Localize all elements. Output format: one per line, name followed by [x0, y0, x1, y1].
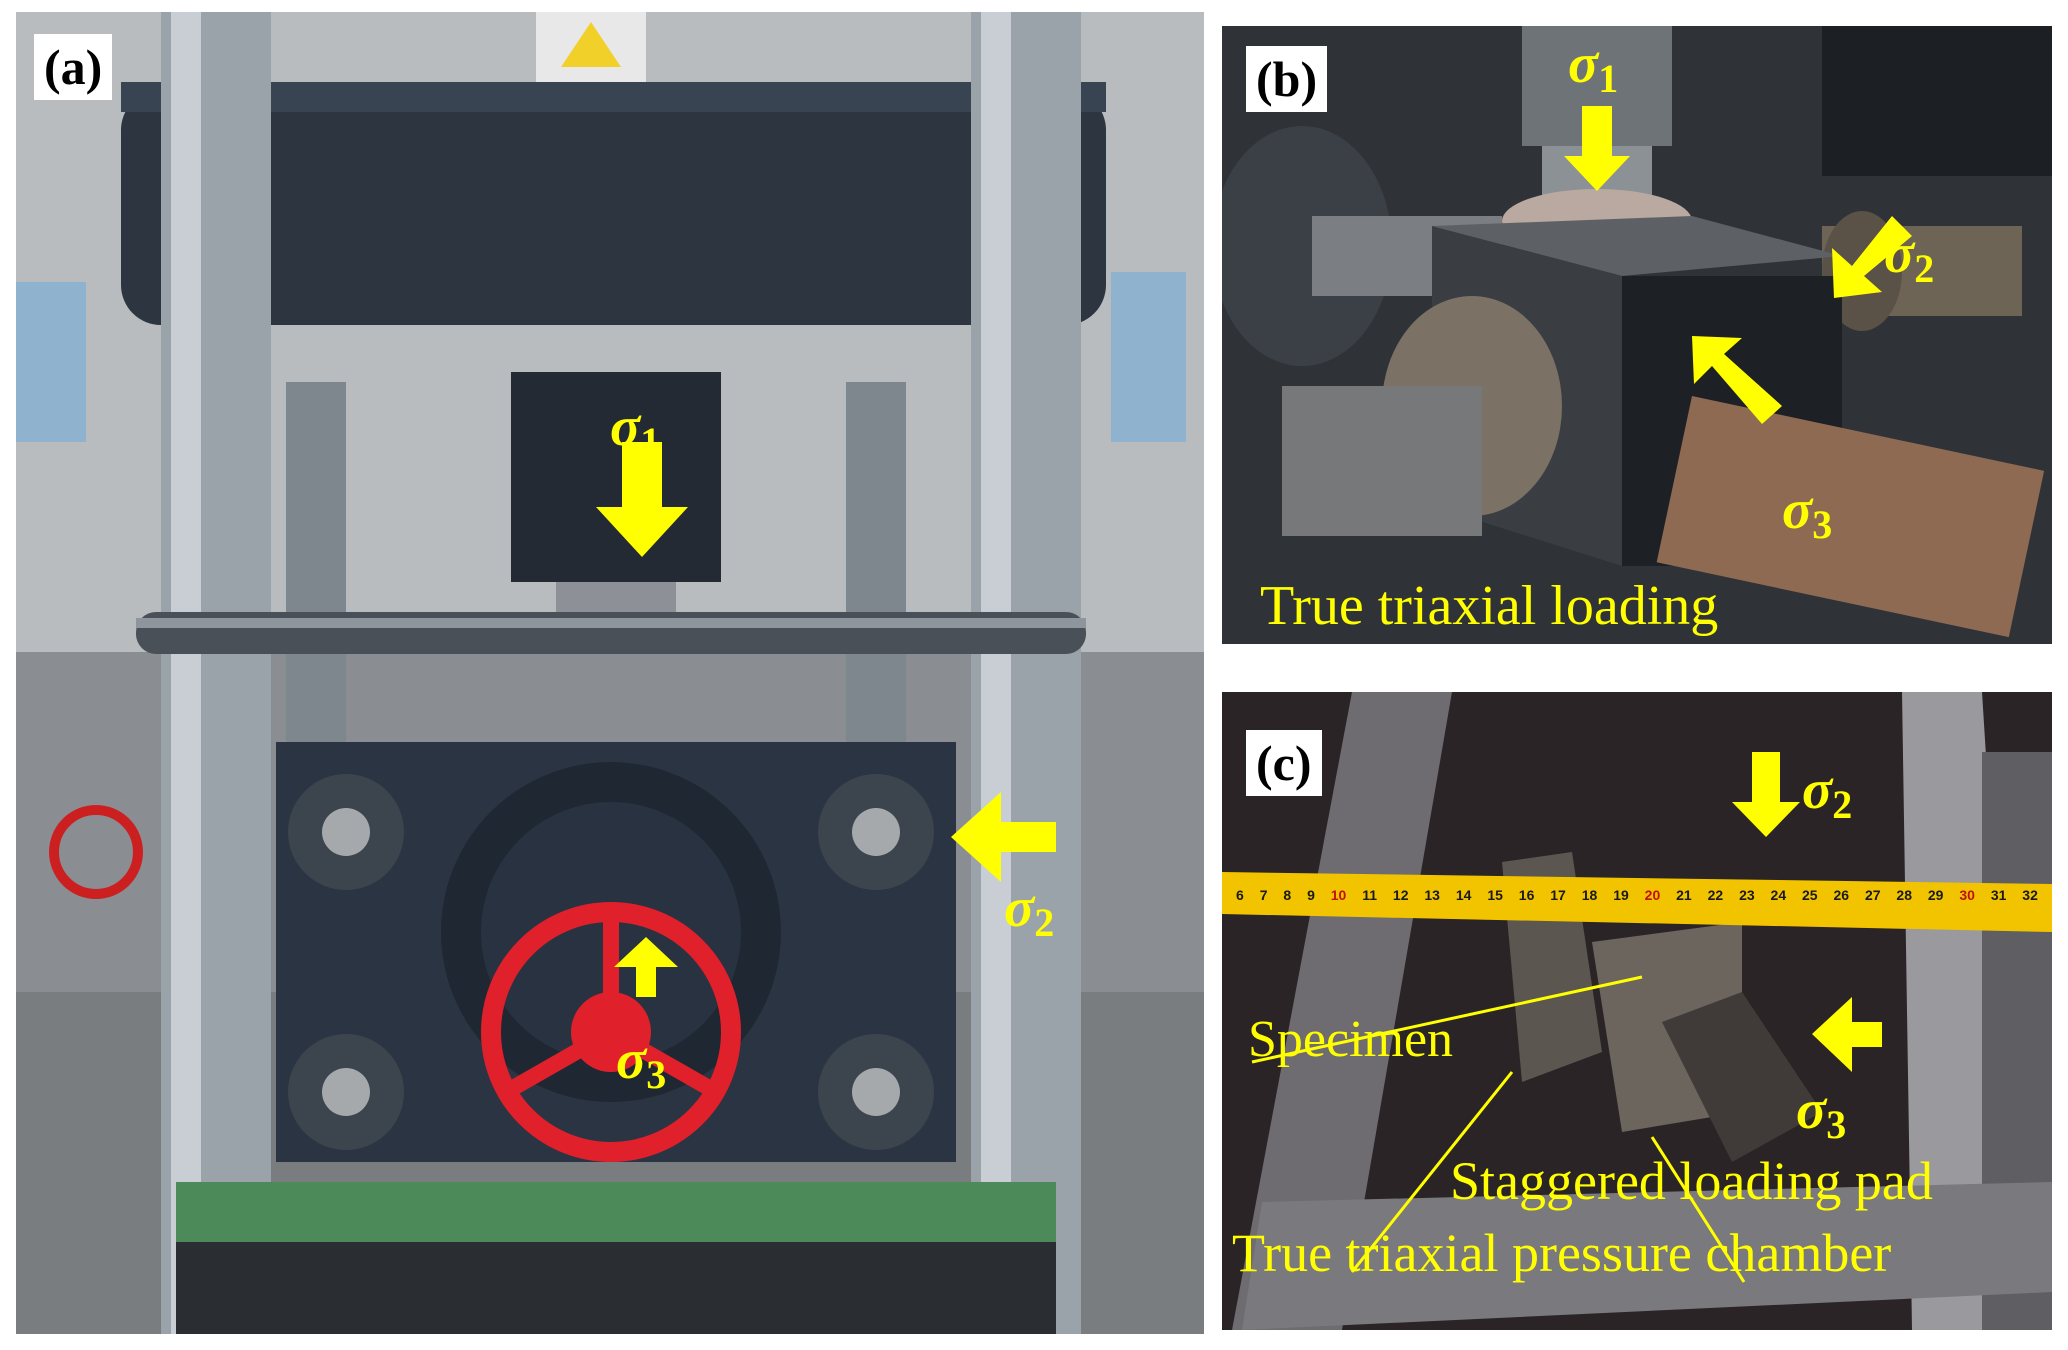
sigma-symbol: σ: [1568, 33, 1599, 95]
panel-a-photo: (a) σ1 σ2 σ3: [16, 12, 1204, 1334]
sigma2-label-b: σ2: [1884, 226, 1934, 289]
sigma-subscript: 2: [1034, 900, 1055, 945]
sigma3-label-b: σ3: [1782, 482, 1832, 545]
sigma-symbol: σ: [616, 1029, 647, 1091]
sigma-symbol: σ: [610, 396, 641, 458]
sigma-subscript: 2: [1914, 246, 1935, 291]
tape-number: 26: [1833, 887, 1850, 903]
sigma2-label-a: σ2: [1004, 880, 1054, 943]
tape-number: 15: [1487, 887, 1503, 903]
tape-number: 31: [1990, 887, 2007, 903]
tape-number: 27: [1864, 887, 1881, 903]
sigma-subscript: 3: [1826, 1102, 1847, 1147]
sigma-symbol: σ: [1884, 223, 1915, 285]
sigma-subscript: 1: [640, 419, 661, 464]
tape-number: 21: [1676, 887, 1692, 903]
loading-machine-illustration: [16, 12, 1204, 1334]
sigma-subscript: 3: [646, 1052, 667, 1097]
tape-number: 16: [1518, 887, 1535, 903]
tape-number: 22: [1707, 887, 1724, 903]
caption-true-triaxial-loading: True triaxial loading: [1260, 575, 1719, 637]
tape-number: 12: [1392, 887, 1409, 903]
tape-number: 23: [1739, 887, 1755, 903]
tape-number: 19: [1613, 887, 1629, 903]
panel-c-photo: 6 7 8 9 10 11 12 13 14 15 16 17 18 19 20…: [1222, 692, 2052, 1330]
sigma-subscript: 2: [1832, 782, 1853, 827]
panel-a-tag: (a): [34, 34, 113, 100]
measuring-tape-scale: 6 7 8 9 10 11 12 13 14 15 16 17 18 19 20…: [1222, 878, 2052, 912]
sigma1-label-a: σ1: [610, 399, 660, 462]
sigma3-label-c: σ3: [1796, 1082, 1846, 1145]
panel-c-tag: (c): [1246, 730, 1322, 796]
sigma-subscript: 3: [1812, 502, 1833, 547]
sigma-symbol: σ: [1802, 759, 1833, 821]
tape-number: 28: [1896, 887, 1912, 903]
sigma-symbol: σ: [1782, 479, 1813, 541]
tape-number: 18: [1581, 887, 1598, 903]
label-specimen: Specimen: [1248, 1011, 1454, 1068]
sigma-symbol: σ: [1796, 1079, 1827, 1141]
tape-number: 14: [1455, 887, 1472, 903]
tape-number: 20: [1644, 887, 1661, 903]
triaxial-loading-illustration: [1222, 26, 2052, 644]
tape-number: 10: [1330, 887, 1347, 903]
tape-number: 8: [1283, 887, 1292, 903]
tape-number: 11: [1362, 887, 1378, 903]
tape-number: 13: [1424, 887, 1440, 903]
sigma3-label-a: σ3: [616, 1032, 666, 1095]
sigma-subscript: 1: [1598, 56, 1619, 101]
tape-number: 17: [1550, 887, 1566, 903]
tape-number: 24: [1770, 887, 1787, 903]
label-true-triaxial-pressure-chamber: True triaxial pressure chamber: [1232, 1223, 1892, 1283]
tape-number: 30: [1959, 887, 1975, 903]
tape-number: 9: [1307, 887, 1315, 903]
tape-number: 25: [1802, 887, 1818, 903]
pressure-chamber-illustration: [1222, 692, 2052, 1330]
sigma1-label-b: σ1: [1568, 36, 1618, 99]
tape-number: 7: [1259, 887, 1268, 903]
sigma-symbol: σ: [1004, 877, 1035, 939]
sigma2-label-c: σ2: [1802, 762, 1852, 825]
panel-b-photo: (b) σ1 σ2 σ3 True triaxial loading: [1222, 26, 2052, 644]
panel-b-tag: (b): [1246, 46, 1328, 112]
label-staggered-loading-pad: Staggered loading pad: [1450, 1151, 1933, 1211]
tape-number: 32: [2022, 887, 2038, 903]
tape-number: 29: [1927, 887, 1944, 903]
tape-number: 6: [1236, 887, 1244, 903]
